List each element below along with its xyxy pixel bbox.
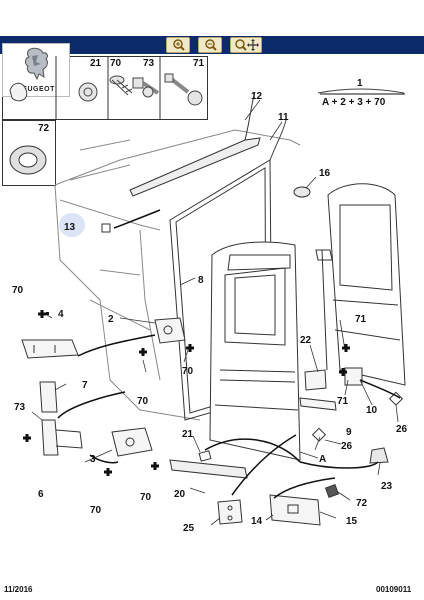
callout-9: 9: [346, 427, 352, 438]
formula-arrow: [317, 88, 405, 94]
part-label-71: 71: [193, 58, 205, 69]
clip-72: [324, 483, 340, 499]
zoom-in-icon: [173, 39, 185, 51]
footer-reference: 00109011: [376, 585, 412, 594]
callout-20: 20: [174, 489, 186, 500]
callout-14: 14: [251, 516, 263, 527]
callout-70b: 70: [182, 366, 194, 377]
callout-6: 6: [38, 489, 44, 500]
callout-13: 13: [64, 222, 76, 233]
callout-3: 3: [90, 454, 96, 465]
hinge-2: [154, 317, 186, 344]
callout-2: 2: [108, 314, 114, 325]
hinge-6: [41, 419, 83, 456]
left-door: [209, 241, 301, 461]
part-label-21: 21: [90, 58, 102, 69]
leader-12: [244, 91, 256, 141]
peugeot-logo: PEUGEOT: [2, 43, 70, 97]
zoom-pan-icon: [235, 39, 259, 51]
callout-70a: 70: [12, 285, 24, 296]
hinge-3: [111, 427, 153, 457]
clip-26b: [388, 391, 404, 406]
callout-71b: 71: [337, 396, 349, 407]
zoom-in-button[interactable]: [166, 37, 190, 53]
callout-73: 73: [14, 402, 26, 413]
part-73-drawing: [132, 77, 160, 98]
leader-11: [269, 119, 287, 161]
logo-text: PEUGEOT: [17, 86, 55, 93]
part-70-drawing: [109, 75, 133, 96]
part-label-73: 73: [143, 58, 155, 69]
pillar-22: [321, 249, 328, 371]
part-71-drawing: [164, 73, 203, 106]
callout-11: 11: [278, 112, 289, 123]
callout-15: 15: [346, 516, 358, 527]
plug-16: [293, 186, 311, 198]
right-door: [327, 183, 406, 386]
van-body: [54, 129, 301, 421]
clip-13: [101, 223, 111, 233]
formula-number: 1: [357, 78, 363, 89]
callout-10: 10: [366, 405, 378, 416]
part-label-72: 72: [38, 123, 50, 134]
callout-21: 21: [182, 429, 194, 440]
zoom-out-button[interactable]: [198, 37, 222, 53]
footer-date: 11/2016: [4, 585, 33, 594]
clip-21: [198, 450, 212, 462]
zoom-pan-button[interactable]: [230, 37, 262, 53]
callout-4: 4: [58, 309, 64, 320]
zoom-out-icon: [205, 39, 217, 51]
formula-expression: A + 2 + 3 + 70: [322, 97, 386, 108]
callout-25: 25: [183, 523, 195, 534]
callout-70d: 70: [90, 505, 102, 516]
top-toolbar: [0, 36, 424, 54]
callout-23: 23: [381, 481, 393, 492]
callout-16: 16: [319, 168, 331, 179]
callout-71a: 71: [355, 314, 367, 325]
strip-20: [169, 459, 248, 479]
callout-72: 72: [356, 498, 368, 509]
callout-26a: 26: [396, 424, 408, 435]
callout-70e: 70: [140, 492, 152, 503]
clip-26a: [311, 427, 327, 442]
rod-9: [299, 397, 337, 411]
callout-8: 8: [198, 275, 204, 286]
roof-seal-12: [129, 137, 261, 197]
callout-12: 12: [251, 91, 263, 102]
part-72-drawing: [9, 145, 47, 175]
lion-icon: [25, 47, 48, 81]
callout-26b: 26: [341, 441, 353, 452]
bracket-22: [304, 369, 327, 391]
callout-7: 7: [82, 380, 88, 391]
plate-14: [269, 494, 321, 526]
bracket-4: [21, 339, 79, 359]
callout-22: 22: [300, 335, 312, 346]
callout-highlight: [59, 213, 85, 237]
callout-70c: 70: [137, 396, 149, 407]
clip-25: [217, 499, 243, 525]
stop-23: [369, 447, 389, 464]
part-21-drawing: [78, 82, 98, 102]
bracket-7: [39, 381, 58, 413]
callout-A: A: [319, 454, 326, 465]
cross-markers: [23, 310, 350, 476]
part-label-70: 70: [110, 58, 122, 69]
